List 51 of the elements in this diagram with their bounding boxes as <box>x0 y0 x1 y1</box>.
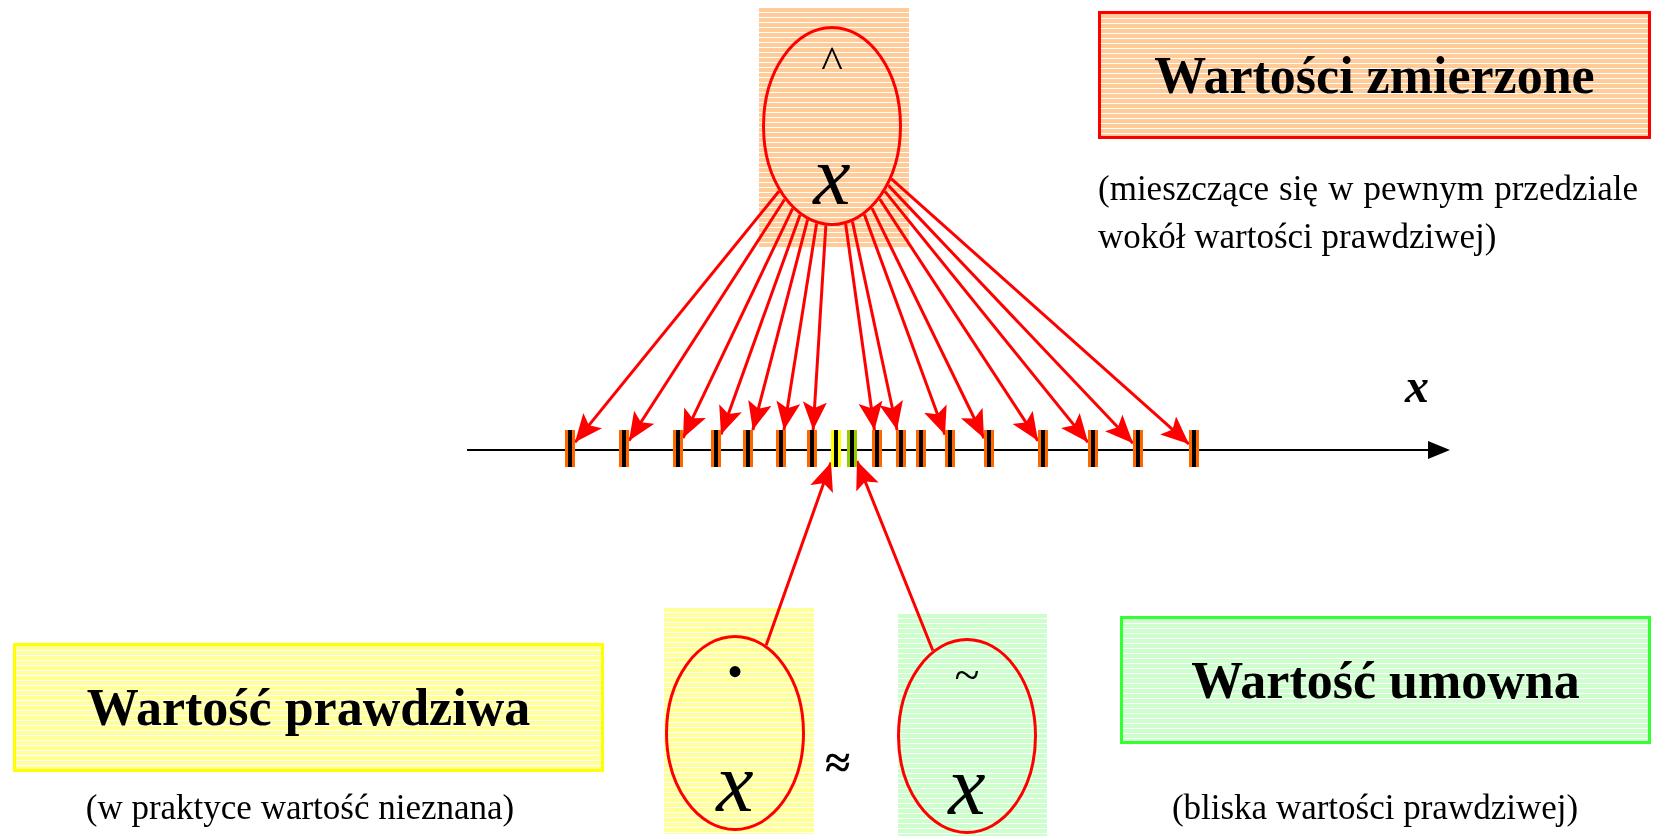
tick-mark <box>619 430 629 467</box>
arrow <box>802 225 828 431</box>
arrow <box>748 219 810 431</box>
tick-mark <box>807 430 817 467</box>
symbol-ellipse <box>897 638 1037 834</box>
tick-mark <box>565 430 575 467</box>
variable-symbol: x <box>813 134 851 218</box>
arrow <box>890 177 1190 446</box>
arrow <box>573 190 781 444</box>
arrow <box>870 207 986 439</box>
tick-mark <box>1088 430 1098 467</box>
variable-symbol: x <box>948 744 986 828</box>
tick-mark <box>1133 430 1143 467</box>
tick-mark <box>847 430 857 467</box>
tick-mark <box>776 430 786 467</box>
note-text: (mieszczące się w pewnym przedziale wokół wartości prawdziwej) <box>1098 168 1638 258</box>
heading-box: Wartość prawdziwa <box>13 643 604 772</box>
note-text: (bliska wartości prawdziwej) <box>1170 787 1580 829</box>
variable-symbol: x <box>716 741 754 825</box>
heading-box: Wartość umowna <box>1120 616 1651 744</box>
tick-mark <box>743 430 753 467</box>
accent-mark: ~ <box>954 652 980 698</box>
tick-mark <box>1038 430 1048 467</box>
tick-mark <box>831 430 841 467</box>
arrow <box>887 184 1135 445</box>
tick-mark <box>984 430 994 467</box>
approx-sign: ≈ <box>825 740 851 786</box>
tick-mark <box>872 430 882 467</box>
tick-mark <box>896 430 906 467</box>
symbol-ellipse <box>665 635 805 831</box>
arrow <box>883 190 1090 444</box>
symbol-ellipse <box>762 26 902 226</box>
arrow <box>863 214 947 436</box>
accent-mark: ^ <box>821 40 843 86</box>
arrow <box>764 462 833 646</box>
arrow <box>627 198 786 442</box>
heading-box: Wartości zmierzone <box>1098 11 1651 139</box>
tick-mark <box>673 430 683 467</box>
axis-label: x <box>1405 362 1429 410</box>
arrow <box>681 207 794 439</box>
tick-mark <box>916 430 926 467</box>
arrow <box>776 223 819 431</box>
note-text: (w praktyce wartość nieznana) <box>84 787 516 829</box>
tick-mark <box>1189 430 1199 467</box>
arrow <box>844 223 883 431</box>
arrow <box>719 214 802 436</box>
tick-mark <box>711 430 721 467</box>
tick-mark <box>945 430 955 467</box>
arrow <box>878 198 1040 442</box>
arrow <box>851 221 903 431</box>
accent-mark: • <box>726 649 744 695</box>
